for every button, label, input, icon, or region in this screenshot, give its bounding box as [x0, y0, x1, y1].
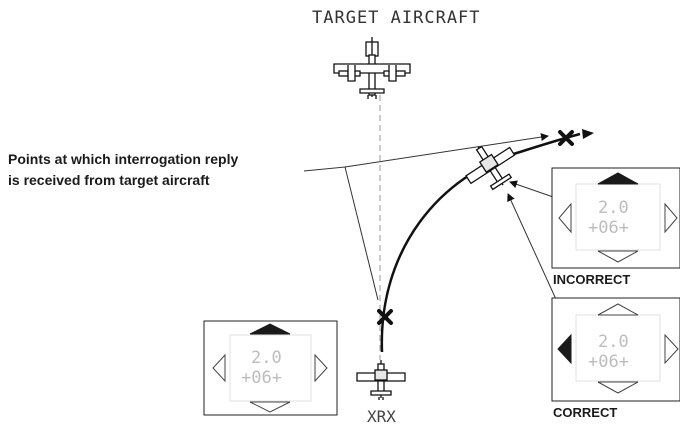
display-left-up-arrow [249, 323, 291, 335]
display-left-down-arrow [249, 401, 291, 413]
interrogation-note-line-2: is received from target aircraft [8, 172, 210, 188]
own-ship-label: XRX [367, 407, 396, 426]
target-aircraft-label: TARGET AIRCRAFT [312, 8, 481, 28]
display-correct-right-arrow [664, 333, 679, 365]
display-correct-up-arrow [597, 303, 639, 316]
display-correct [551, 297, 680, 402]
incorrect-label: INCORRECT [553, 272, 631, 287]
display-incorrect [551, 167, 680, 269]
target-aircraft-icon [333, 37, 411, 99]
display-incorrect-down-arrow [597, 250, 639, 263]
interrogation-point-marker-upper [558, 130, 574, 146]
own-aircraft-turning-icon [465, 145, 516, 191]
display-incorrect-right-arrow [664, 202, 678, 234]
display-left-right-arrow [314, 353, 328, 383]
note-leader-line [303, 166, 379, 301]
display-left-altitude: +06+ [241, 368, 282, 388]
display-correct-left-arrow [557, 333, 572, 365]
display-correct-value: 2.0 [598, 332, 629, 352]
flight-path-arrow [582, 129, 594, 139]
display-correct-altitude: +06+ [588, 352, 629, 372]
display-left [203, 320, 338, 416]
correct-leader-line [507, 193, 561, 309]
interrogation-note-line-1: Points at which interrogation reply [8, 151, 239, 167]
display-incorrect-altitude: +06+ [588, 218, 629, 238]
display-left-value: 2.0 [251, 348, 282, 368]
display-correct-down-arrow [597, 381, 639, 394]
display-incorrect-value: 2.0 [598, 198, 629, 218]
interrogation-point-marker-lower [377, 309, 393, 325]
display-incorrect-left-arrow [558, 202, 572, 234]
incorrect-leader-line [509, 180, 557, 199]
correct-label: CORRECT [553, 405, 618, 420]
note-leader-line-upper [344, 133, 549, 168]
own-aircraft-icon [356, 360, 406, 400]
display-incorrect-up-arrow [597, 172, 639, 185]
display-left-left-arrow [212, 353, 226, 383]
